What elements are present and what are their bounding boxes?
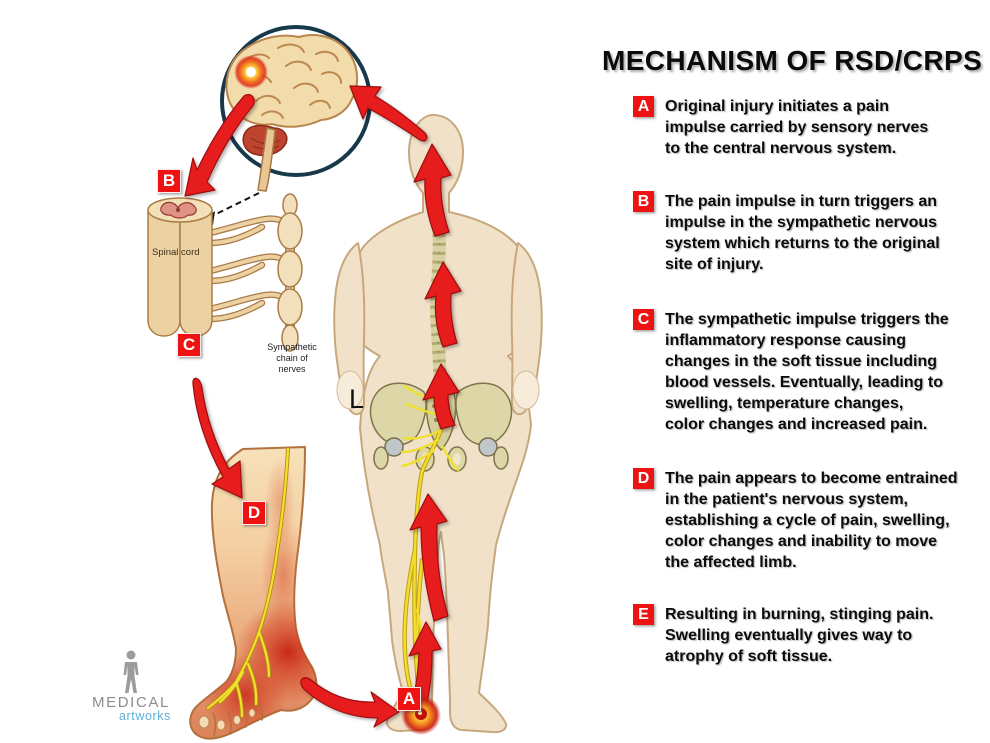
step-b-badge: B bbox=[633, 191, 654, 212]
side-orientation-label: L bbox=[349, 384, 365, 414]
leg-nerves bbox=[206, 447, 290, 718]
step-c-text: The sympathetic impulse triggers the inf… bbox=[665, 311, 949, 433]
step-c: C The sympathetic impulse triggers the i… bbox=[633, 309, 990, 435]
sympathetic-chain-graphic bbox=[277, 193, 303, 352]
step-e-badge: E bbox=[633, 604, 654, 625]
spinal-cord-label: Spinal cord bbox=[152, 247, 200, 258]
marker-a-badge: A bbox=[397, 687, 421, 711]
brain-illustration bbox=[220, 25, 372, 192]
step-e-text: Resulting in burning, stinging pain. Swe… bbox=[665, 606, 934, 665]
page-title: MECHANISM OF RSD/CRPS bbox=[602, 45, 983, 76]
medical-artworks-logo: MEDICAL artworks bbox=[91, 650, 171, 722]
step-c-badge: C bbox=[633, 309, 654, 330]
step-e: E Resulting in burning, stinging pain. S… bbox=[633, 604, 990, 667]
arrow-cord-to-leg bbox=[192, 377, 243, 499]
logo-subname: artworks bbox=[118, 709, 171, 723]
step-d-badge: D bbox=[633, 468, 654, 489]
arrow-foot-to-injury bbox=[300, 677, 400, 728]
leg-illustration bbox=[189, 446, 318, 740]
step-d: D The pain appears to become entrained i… bbox=[633, 468, 990, 573]
arrow-spine-bottom bbox=[422, 363, 460, 430]
marker-c-badge: C bbox=[177, 333, 201, 357]
logo-figure-icon bbox=[123, 650, 139, 693]
arrow-spine-top bbox=[413, 143, 452, 237]
step-a: A Original injury initiates a pain impul… bbox=[633, 96, 990, 159]
brainstem bbox=[257, 127, 276, 192]
step-a-badge: A bbox=[633, 96, 654, 117]
step-d-text: The pain appears to become entrained in … bbox=[665, 470, 958, 571]
arrow-head-to-brain bbox=[349, 85, 428, 142]
marker-d-badge: D bbox=[242, 501, 266, 525]
pain-pathway-arrows bbox=[184, 85, 462, 728]
logo-name: MEDICAL bbox=[92, 694, 170, 711]
arrow-spine-mid bbox=[424, 261, 462, 348]
arrow-brain-to-cord bbox=[184, 94, 255, 197]
step-a-text: Original injury initiates a pain impulse… bbox=[665, 98, 929, 157]
marker-b-badge: B bbox=[157, 169, 181, 193]
step-b-text: The pain impulse in turn triggers an imp… bbox=[665, 193, 940, 273]
spinal-cord-illustration bbox=[147, 193, 303, 352]
arrow-thigh-up bbox=[409, 493, 449, 622]
sympathetic-chain-label: Sympathetic chain of nerves bbox=[267, 342, 317, 374]
step-b: B The pain impulse in turn triggers an i… bbox=[633, 191, 990, 275]
